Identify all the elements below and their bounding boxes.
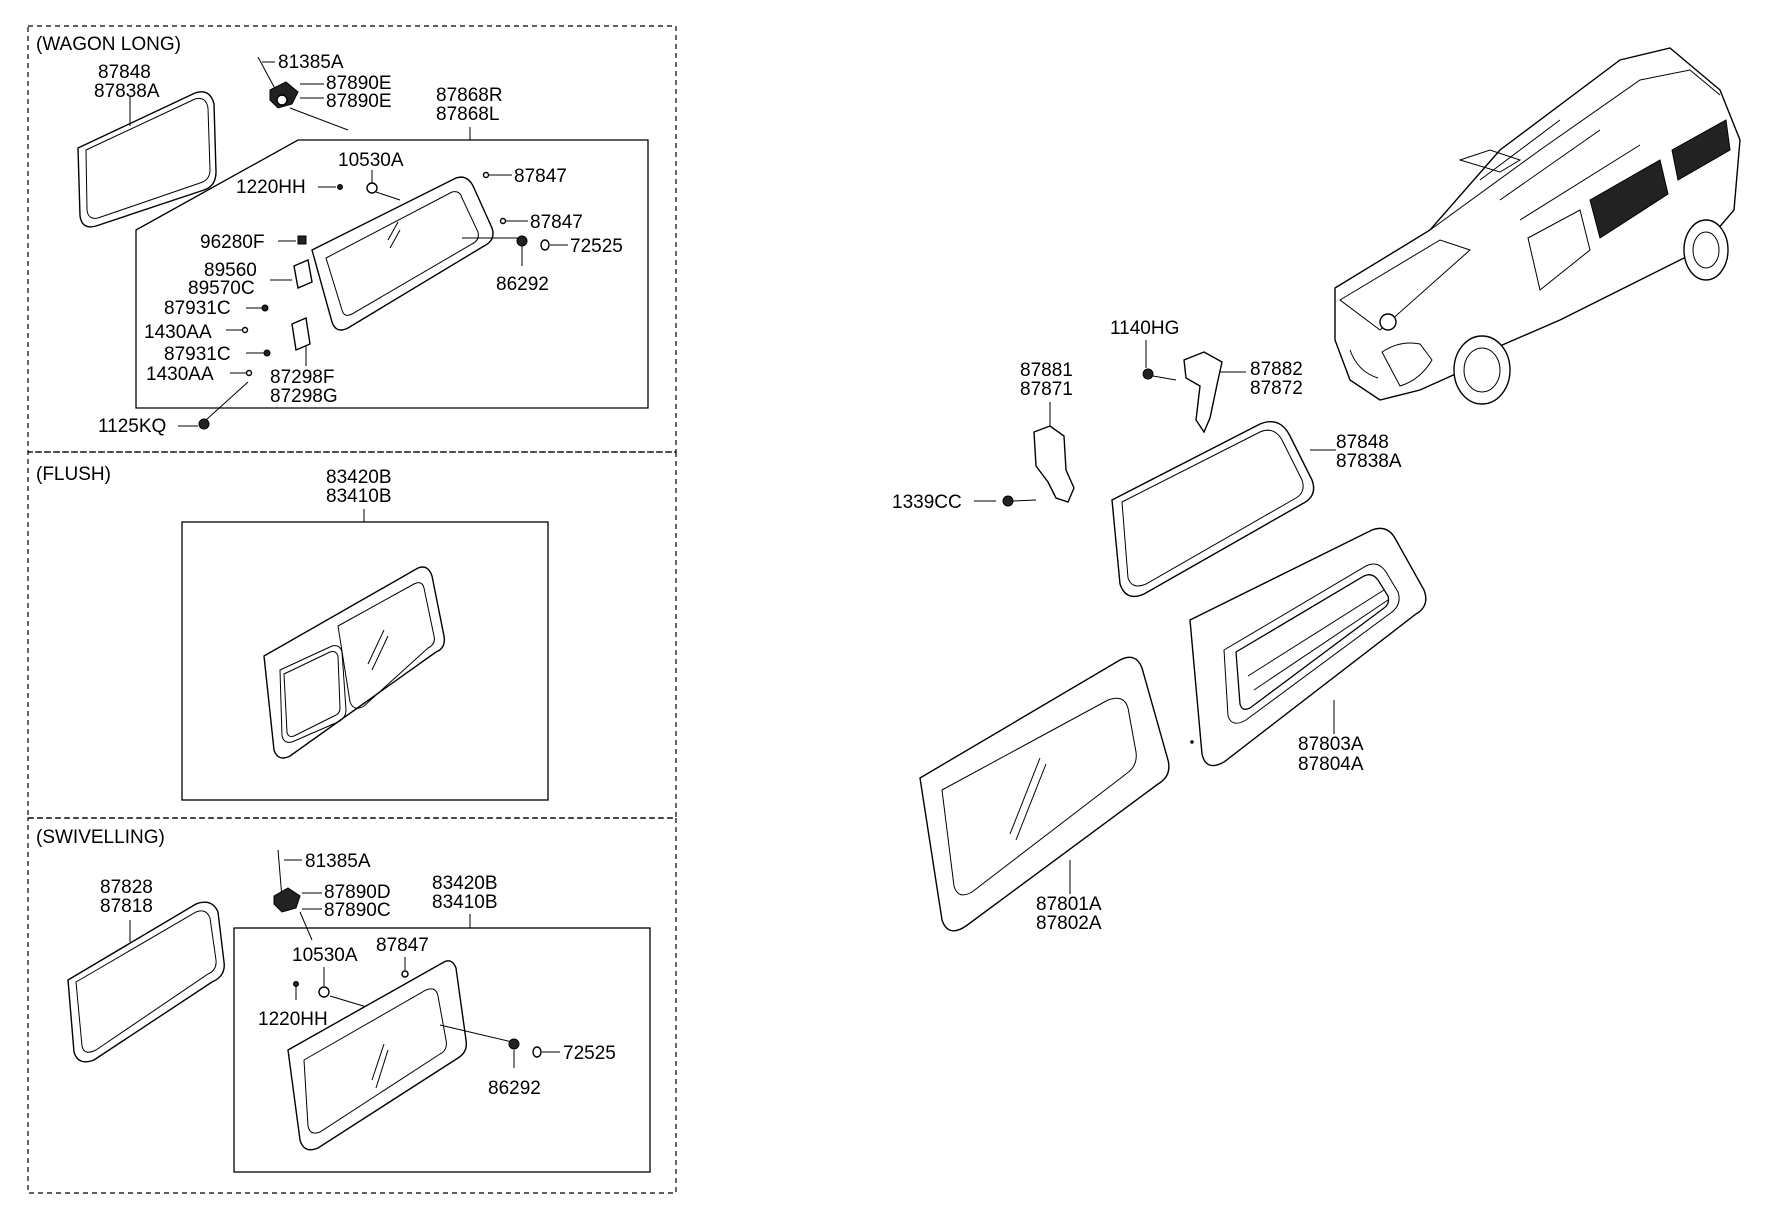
label-87803A: 87803A	[1298, 734, 1364, 755]
swivel-glass	[287, 960, 468, 1151]
label-87847-b: 87847	[530, 212, 583, 233]
panel-flush: (FLUSH)	[27, 451, 677, 819]
label-1140HG: 1140HG	[1110, 318, 1179, 339]
label-87881: 87881	[1020, 360, 1073, 381]
label-83410B-flush: 83410B	[326, 486, 392, 507]
label-72525-swivel: 72525	[563, 1043, 616, 1064]
label-87847-swivel: 87847	[376, 935, 429, 956]
assembly-frame	[135, 139, 649, 409]
bracket-87882	[1183, 351, 1223, 434]
label-87801A: 87801A	[1036, 894, 1102, 915]
right-side-parts: 1140HG 87882 87872 87881 87871 1339CC 87…	[892, 318, 1427, 934]
label-86292: 86292	[496, 274, 549, 295]
label-1430AA-2: 1430AA	[146, 364, 214, 385]
label-81385A: 81385A	[278, 52, 344, 73]
wagon-long-parts: 87848 87838A 81385A 87890E 87890E 87868R…	[77, 52, 649, 437]
label-87802A: 87802A	[1036, 913, 1102, 934]
fixed-glass-87801A	[919, 656, 1170, 932]
label-87890C: 87890C	[324, 900, 391, 921]
label-87838A-right: 87838A	[1336, 451, 1402, 472]
seal-87848	[1111, 421, 1315, 598]
label-87847-a: 87847	[514, 166, 567, 187]
label-87848-right: 87848	[1336, 432, 1389, 453]
label-83410B-swivel: 83410B	[432, 892, 498, 913]
label-87828: 87828	[100, 877, 153, 898]
label-1220HH-swivel: 1220HH	[258, 1009, 328, 1030]
label-87838A: 87838A	[94, 81, 160, 102]
label-1125KQ: 1125KQ	[98, 416, 166, 437]
section-title-wagon-long: (WAGON LONG)	[36, 34, 181, 55]
label-87818: 87818	[100, 896, 153, 917]
label-87871: 87871	[1020, 379, 1073, 400]
sliding-window-87803A	[1189, 527, 1427, 767]
section-title-swivelling: (SWIVELLING)	[36, 827, 165, 848]
van-illustration	[1334, 47, 1741, 405]
label-87882: 87882	[1250, 359, 1303, 380]
flush-frame	[181, 521, 549, 801]
label-1220HH: 1220HH	[236, 177, 306, 198]
label-86292-swivel: 86292	[488, 1078, 541, 1099]
label-87848: 87848	[98, 62, 151, 83]
label-87931C-2: 87931C	[164, 344, 231, 365]
label-83420B-flush: 83420B	[326, 467, 392, 488]
label-89570C: 89570C	[188, 278, 255, 299]
swivel-seal	[67, 901, 225, 1063]
bracket-87881	[1033, 425, 1075, 503]
weatherstrip-seal	[77, 91, 217, 228]
flush-parts: 83420B 83410B	[181, 467, 549, 801]
label-87890E-1: 87890E	[326, 73, 392, 94]
label-1339CC: 1339CC	[892, 492, 962, 513]
label-83420B-swivel: 83420B	[432, 873, 498, 894]
label-96280F: 96280F	[200, 232, 264, 253]
label-1430AA-1: 1430AA	[144, 322, 212, 343]
label-87890E-2: 87890E	[326, 91, 392, 112]
latch-part	[257, 56, 299, 109]
label-87298F: 87298F	[270, 367, 334, 388]
panel-swivelling: (SWIVELLING)	[27, 817, 677, 1194]
flush-glass	[263, 566, 446, 759]
label-87931C-1: 87931C	[164, 298, 231, 319]
label-10530A: 10530A	[338, 150, 404, 171]
label-87868L: 87868L	[436, 104, 499, 125]
label-72525: 72525	[570, 236, 623, 257]
label-89560: 89560	[204, 260, 257, 281]
label-87872: 87872	[1250, 378, 1303, 399]
section-title-flush: (FLUSH)	[36, 464, 111, 485]
label-87298G: 87298G	[270, 386, 338, 407]
label-87890D: 87890D	[324, 882, 391, 903]
swivel-frame	[233, 927, 651, 1173]
side-window-glass	[311, 176, 494, 331]
label-81385A-swivel: 81385A	[305, 851, 371, 872]
label-87804A: 87804A	[1298, 754, 1364, 775]
label-10530A-swivel: 10530A	[292, 945, 358, 966]
label-87868R: 87868R	[436, 85, 503, 106]
swivelling-parts: 87828 87818 81385A 87890D 87890C 83420B …	[67, 849, 651, 1173]
